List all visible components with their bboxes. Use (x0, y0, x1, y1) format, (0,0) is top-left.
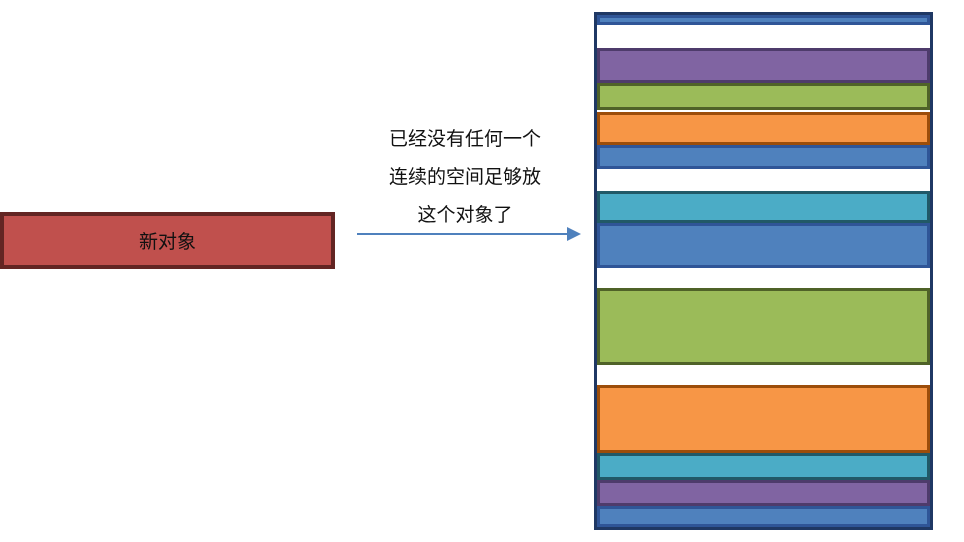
heap-used-block (597, 83, 930, 110)
heap-used-block (597, 385, 930, 453)
caption-text: 已经没有任何一个 连续的空间足够放 这个对象了 (360, 120, 570, 234)
heap-used-block (597, 145, 930, 169)
heap-free-gap (597, 365, 930, 385)
new-object-label: 新对象 (138, 231, 196, 253)
heap-used-block (597, 223, 930, 268)
caption-line-1: 已经没有任何一个 (388, 128, 541, 150)
heap-used-block (597, 191, 930, 223)
new-object-box: 新对象 (0, 212, 335, 269)
heap-used-block (597, 453, 930, 480)
heap-used-block (597, 506, 930, 527)
heap-used-block (597, 15, 930, 25)
caption-line-2: 连续的空间足够放 (388, 166, 541, 188)
heap-used-block (597, 112, 930, 145)
heap-free-gap (597, 25, 930, 47)
heap-used-block (597, 480, 930, 506)
heap-free-gap (597, 169, 930, 191)
heap-free-gap (597, 268, 930, 288)
arrow-head (567, 227, 581, 241)
heap-memory-column (594, 12, 933, 530)
right-arrow (357, 227, 581, 241)
heap-used-block (597, 48, 930, 83)
caption-line-3: 这个对象了 (417, 204, 513, 226)
heap-used-block (597, 288, 930, 365)
